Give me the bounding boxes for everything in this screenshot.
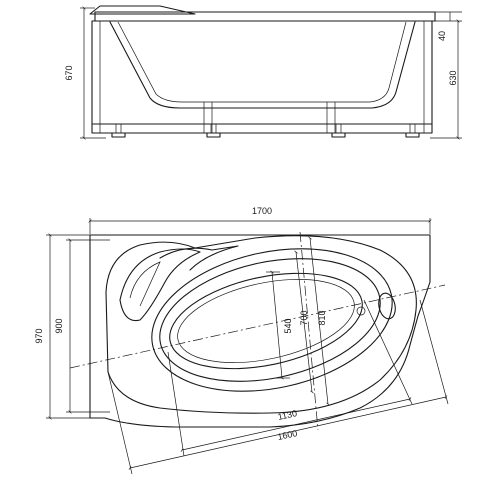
dim-label-depth-810: 810: [317, 310, 327, 325]
top-view: 1700 970 900 1600 1130 810 700 540: [34, 206, 449, 475]
short-axis-centerline: [299, 231, 319, 431]
bowl-profile: [109, 21, 416, 109]
overflow-drain: [378, 292, 396, 320]
tub-rim: [94, 11, 436, 22]
dim-label-depth-700: 700: [299, 310, 309, 325]
bowl-inner-profile: [117, 21, 407, 103]
tub-frame: [91, 20, 433, 134]
side-view: 670 40 630: [64, 5, 462, 140]
dim-line-1130: [180, 397, 412, 452]
bowl-mid: [159, 258, 381, 382]
dim-label-depth-540: 540: [283, 318, 293, 333]
headrest-profile: [89, 5, 196, 15]
armrest-ridge: [159, 245, 239, 271]
dim-label-overall-length: 1700: [252, 206, 272, 216]
long-axis-centerline: [69, 284, 446, 369]
dim-line-540: [270, 270, 284, 380]
dim-line-700: [294, 250, 314, 394]
adjustable-feet: [111, 123, 420, 138]
bowl-outer: [151, 248, 393, 392]
dim-label-overall-height: 670: [64, 65, 74, 80]
dim-label-rim-height: 40: [437, 31, 447, 41]
drain-center: [356, 306, 366, 316]
headrest-inner: [129, 261, 161, 307]
dim-label-width-900: 900: [54, 318, 64, 333]
dim-label-bowl-length: 1600: [277, 428, 299, 442]
bowl-floor: [177, 279, 355, 363]
tub-outline: [89, 234, 431, 428]
bowl-inner: [169, 272, 363, 370]
dim-label-overall-width: 970: [34, 328, 44, 343]
headrest-swirl: [119, 248, 201, 322]
dim-label-inner-length: 1130: [277, 408, 298, 422]
dim-label-body-height: 630: [448, 70, 458, 85]
